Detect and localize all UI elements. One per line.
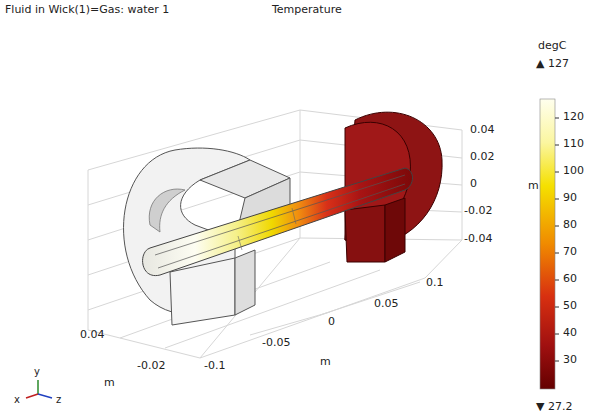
axis-tick: 0 [328, 316, 335, 328]
triad-label: z [56, 394, 61, 405]
axis-unit: m [528, 180, 539, 192]
axis-tick: -0.02 [464, 205, 492, 217]
unit-label: degC [538, 40, 566, 52]
axis-tick: -0.1 [204, 360, 225, 372]
scale-value: 90 [563, 192, 577, 204]
axis-unit: m [104, 377, 115, 389]
scale-value: 70 [563, 246, 577, 258]
scale-value: 80 [563, 219, 577, 231]
axis-tick: 0.04 [470, 124, 495, 136]
axis-tick: -0.05 [262, 337, 290, 349]
triad-label: y [34, 366, 40, 377]
scale-value: 120 [563, 111, 584, 123]
scale-value: 30 [563, 354, 577, 366]
scale-value: 60 [563, 273, 577, 285]
scale-value: 40 [563, 327, 577, 339]
scale-value: 110 [563, 138, 584, 150]
axis-tick: 0.05 [374, 298, 399, 310]
axis-triad [26, 380, 52, 398]
axis-unit: m [320, 356, 331, 368]
axis-tick: 0 [470, 178, 477, 190]
axis-tick: 0.02 [470, 151, 495, 163]
min-value: ▼ 27.2 [536, 401, 572, 413]
scale-value: 50 [563, 300, 577, 312]
axis-tick: 0.04 [80, 329, 105, 341]
axis-tick: -0.04 [464, 233, 492, 245]
plot-title: Fluid in Wick(1)=Gas: water 1 [5, 4, 169, 16]
color-bar-ticks [555, 118, 559, 361]
axis-tick: -0.02 [137, 360, 165, 372]
color-bar [540, 99, 555, 389]
scale-value: 100 [563, 165, 584, 177]
plot-expression: Temperature [272, 4, 342, 16]
heat-pipe [143, 168, 413, 276]
axis-grid [88, 110, 462, 358]
max-value: ▲ 127 [536, 58, 569, 70]
triad-label: x [14, 394, 20, 405]
axis-tick: 0.1 [426, 277, 444, 289]
